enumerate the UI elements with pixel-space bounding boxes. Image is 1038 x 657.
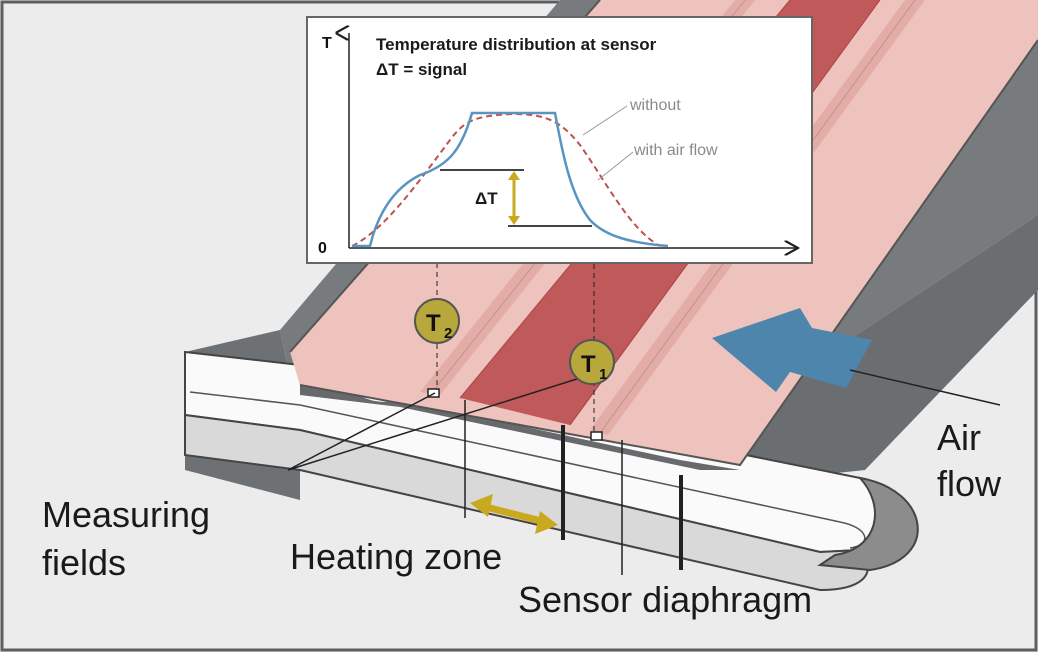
label-measuring-line2: fields bbox=[42, 542, 126, 583]
sensor-badge-t1-subscript: 1 bbox=[599, 366, 607, 383]
label-sensor-diaphragm: Sensor diaphragm bbox=[518, 579, 812, 620]
leader-lines bbox=[287, 377, 683, 575]
graph-title: Temperature distribution at sensor bbox=[376, 35, 657, 54]
delta-arrow-head-bottom bbox=[508, 216, 520, 225]
sensor-badge-t1-letter: T bbox=[581, 351, 596, 378]
substrate-rounded-end bbox=[817, 476, 919, 572]
graph-y-axis-label: T bbox=[322, 35, 332, 52]
legend-with-air-flow: with air flow bbox=[633, 142, 718, 159]
legend-leader-with-air bbox=[597, 151, 634, 181]
measuring-pad-right bbox=[590, 431, 603, 441]
air-flow-arrow bbox=[712, 308, 872, 392]
label-measuring-line1: Measuring bbox=[42, 494, 210, 535]
legend-leader-without bbox=[582, 105, 628, 136]
curve-with-air-flow bbox=[352, 111, 669, 248]
substrate-right-flank bbox=[720, 215, 1038, 480]
sensor-badge-t1: T 1 bbox=[569, 339, 615, 385]
sensor-badge-t2-subscript: 2 bbox=[444, 325, 452, 342]
graph-subtitle: ΔT = signal bbox=[376, 60, 467, 79]
label-heating-zone: Heating zone bbox=[290, 536, 502, 577]
legend-without: without bbox=[629, 97, 681, 114]
sensor-badge-t2: T 2 bbox=[414, 298, 460, 344]
delta-arrow-head-top bbox=[508, 171, 520, 180]
heating-zone-width-arrow bbox=[470, 494, 558, 534]
sensor-badge-t2-letter: T bbox=[426, 310, 441, 337]
graph-origin-label: 0 bbox=[318, 240, 327, 257]
air-flow-pointer-line bbox=[849, 369, 1001, 406]
temperature-graph: T 0 Temperature distribution at sensor Δ… bbox=[306, 16, 813, 264]
label-air-line1: Air bbox=[937, 417, 981, 458]
label-air-line2: flow bbox=[937, 463, 1002, 504]
delta-label: ΔT bbox=[475, 189, 498, 208]
